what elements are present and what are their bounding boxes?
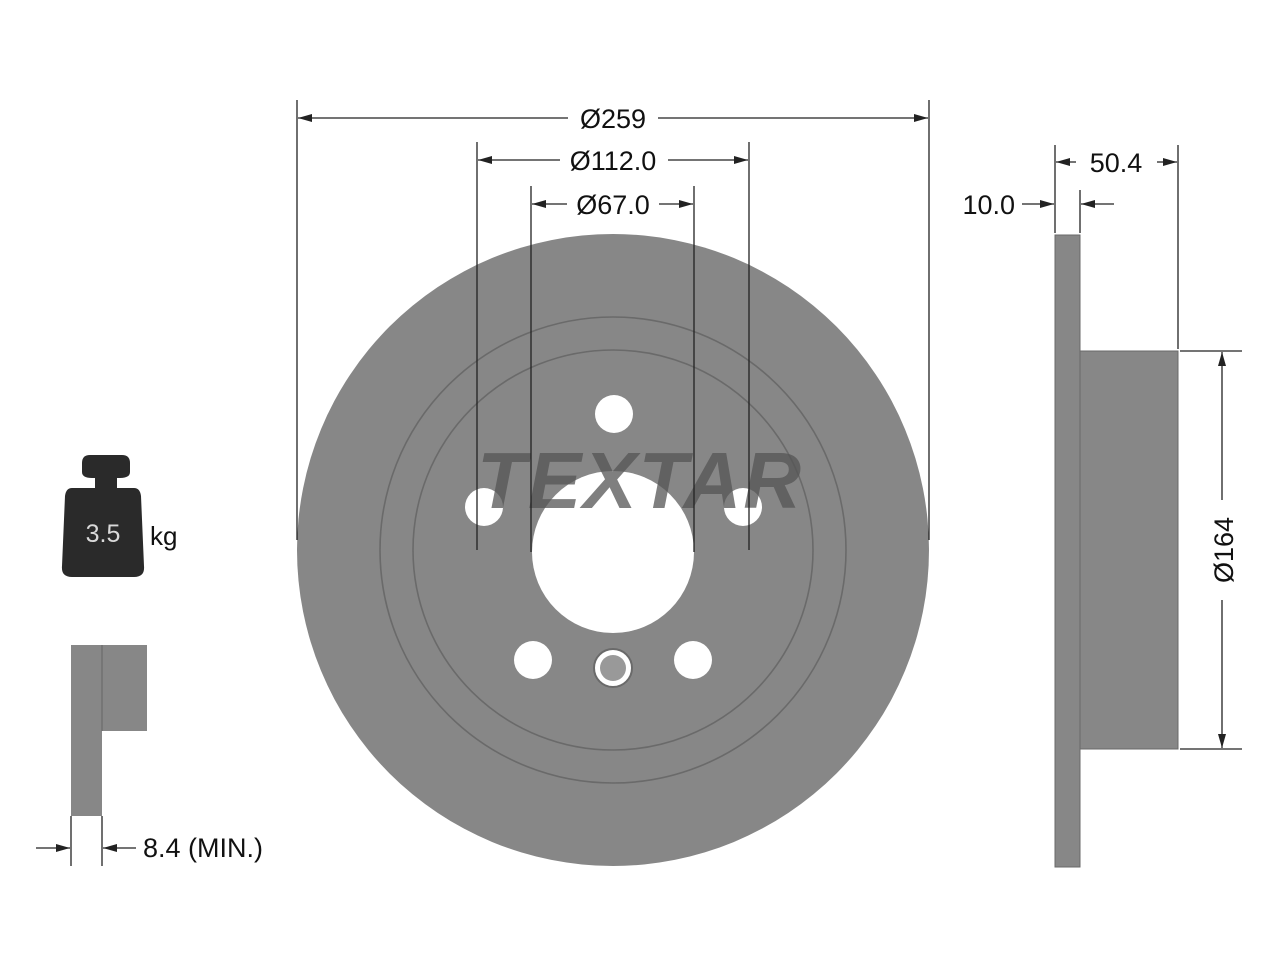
center-bore <box>532 471 694 633</box>
dimension-hat-diameter: Ø164 <box>1209 352 1239 748</box>
bolt-hole <box>465 488 503 526</box>
center-bore-label: Ø67.0 <box>576 190 650 220</box>
weight-value: 3.5 <box>86 520 121 548</box>
weight-icon: 3.5 <box>61 455 145 577</box>
bolt-hole <box>674 641 712 679</box>
min-thickness-icon: 8.4 (MIN.) <box>36 645 263 866</box>
outer-diameter-label: Ø259 <box>580 104 646 134</box>
total-height-label: 50.4 <box>1090 148 1143 178</box>
bolt-circle-label: Ø112.0 <box>570 146 657 176</box>
min-thickness-section <box>71 645 102 816</box>
friction-ring-section <box>1054 234 1081 868</box>
bolt-hole <box>514 641 552 679</box>
extension-lines <box>296 100 930 552</box>
dimension-outer-diameter: Ø259 <box>298 104 928 134</box>
min-thickness-hat <box>102 645 147 731</box>
thickness-label: 10.0 <box>962 190 1015 220</box>
side-extension-lines <box>1054 145 1242 750</box>
hat-diameter-label: Ø164 <box>1209 517 1239 583</box>
disc-side-view <box>1054 234 1179 868</box>
dimension-total-height: 50.4 <box>1056 148 1177 178</box>
hat-section <box>1079 350 1179 750</box>
dimension-bolt-circle: Ø112.0 <box>478 146 748 176</box>
bolt-hole <box>595 395 633 433</box>
friction-ring-inner-edge <box>379 316 847 784</box>
weight-unit: kg <box>150 521 177 551</box>
min-thickness-label: 8.4 (MIN.) <box>143 833 263 863</box>
locating-screw-hole-inner <box>600 655 626 681</box>
brand-logo: TEXTAR <box>477 436 803 525</box>
disc-front-view: TEXTAR <box>297 234 929 866</box>
hat-edge <box>412 349 814 751</box>
dimension-center-bore: Ø67.0 <box>532 190 693 220</box>
dimension-thickness: 10.0 <box>962 190 1114 220</box>
bolt-hole <box>724 488 762 526</box>
